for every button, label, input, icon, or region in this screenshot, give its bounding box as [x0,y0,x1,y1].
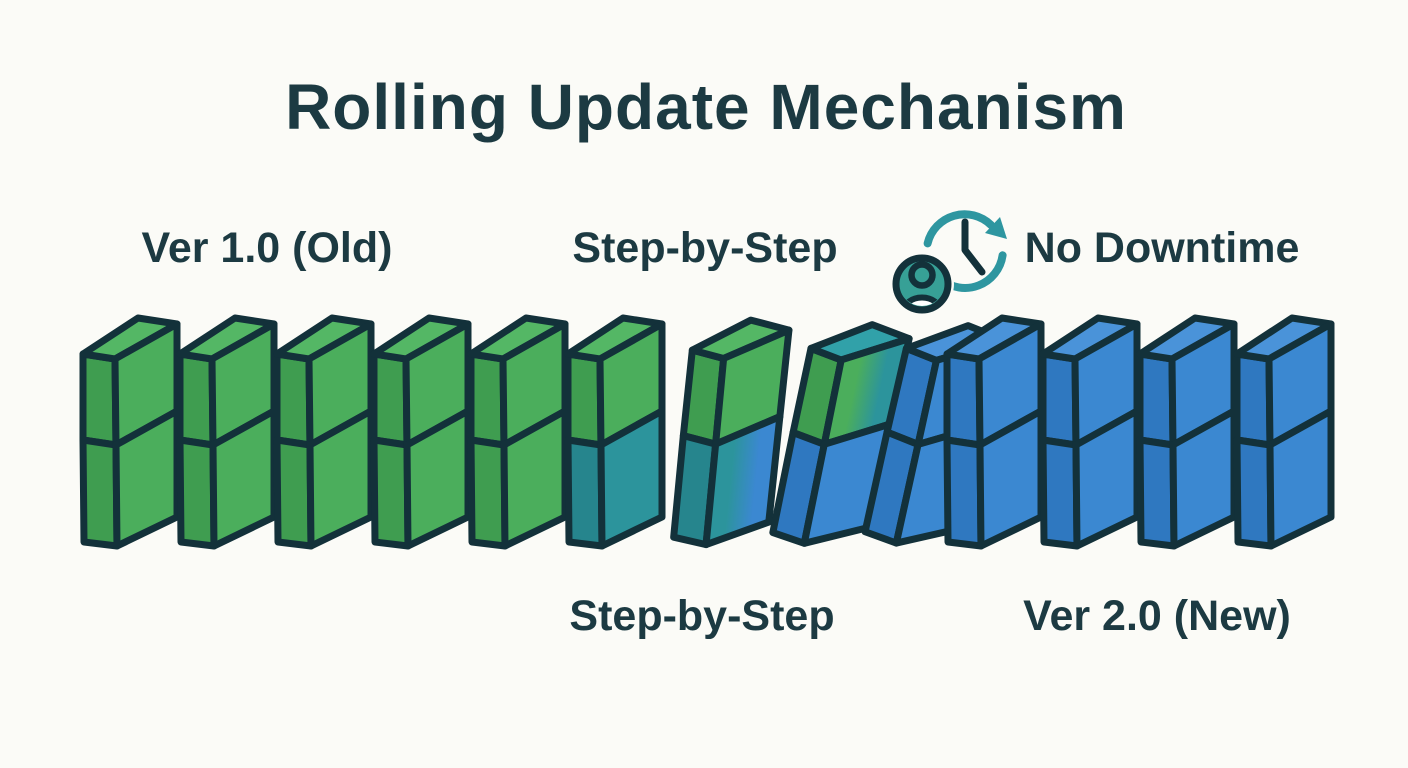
label-step-by-step-bottom: Step-by-Step [569,592,835,640]
domino-3 [273,314,375,550]
label-no-downtime: No Downtime [1024,224,1300,272]
domino-2 [176,314,278,550]
domino-13 [1233,314,1335,550]
label-step-by-step-top: Step-by-Step [572,224,838,272]
domino-12 [1136,314,1238,550]
diagram-title: Rolling Update Mechanism [285,71,1127,143]
label-ver-old: Ver 1.0 (Old) [141,224,393,272]
domino-5 [467,314,569,550]
label-ver-new: Ver 2.0 (New) [1023,592,1291,640]
domino-6 [564,314,666,550]
no-downtime-icon-group [890,210,1007,316]
domino-1 [79,314,181,550]
user-icon [890,252,954,316]
domino-11 [1039,314,1141,550]
domino-row [79,314,1335,550]
domino-7 [670,316,793,549]
domino-4 [370,314,472,550]
domino-10 [943,314,1045,550]
domino-8 [769,321,913,547]
